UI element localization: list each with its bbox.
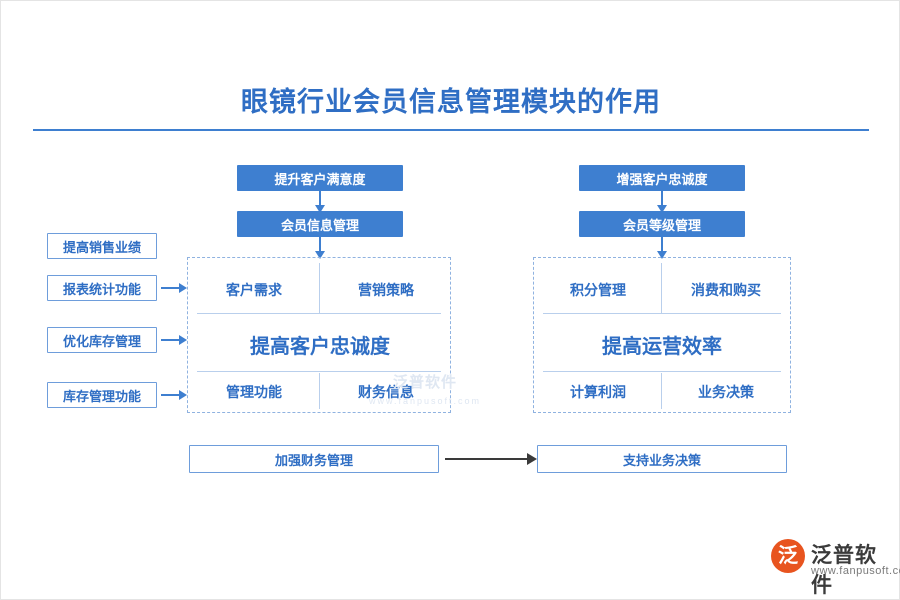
left-cell-bottom-right[interactable]: 财务信息 [358, 384, 414, 400]
side-item-2[interactable]: 优化库存管理 [47, 327, 157, 353]
left-panel-divider-top [319, 263, 320, 313]
left-panel-divider-lower [197, 371, 441, 372]
arrow-side-2-to-panel [161, 335, 187, 345]
left-second-node[interactable]: 会员信息管理 [237, 211, 403, 237]
right-cell-center[interactable]: 提高运营效率 [602, 335, 722, 358]
logo-url: www.fanpusoft.com [811, 565, 900, 577]
right-second-node[interactable]: 会员等级管理 [579, 211, 745, 237]
left-top-node[interactable]: 提升客户满意度 [237, 165, 403, 191]
brand-logo: 泛 泛普软件 www.fanpusoft.com [771, 537, 900, 597]
left-cell-top-left[interactable]: 客户需求 [226, 282, 282, 298]
logo-mark-icon: 泛 [771, 539, 805, 573]
page-title: 眼镜行业会员信息管理模块的作用 [1, 85, 900, 119]
side-item-1[interactable]: 报表统计功能 [47, 275, 157, 301]
left-cell-bottom-left[interactable]: 管理功能 [226, 384, 282, 400]
right-panel-divider-top [661, 263, 662, 313]
right-cell-bottom-right[interactable]: 业务决策 [698, 384, 754, 400]
left-bottom-node[interactable]: 加强财务管理 [189, 445, 439, 473]
title-divider [33, 129, 869, 131]
left-panel-divider-upper [197, 313, 441, 314]
arrow-side-1-to-panel [161, 283, 187, 293]
right-panel [533, 257, 791, 413]
right-panel-divider-lower [543, 371, 781, 372]
left-panel-divider-bottom [319, 373, 320, 409]
arrow-left-bottom-to-right-bottom [445, 453, 537, 465]
left-panel [187, 257, 451, 413]
right-bottom-node[interactable]: 支持业务决策 [537, 445, 787, 473]
page-title-text: 眼镜行业会员信息管理模块的作用 [241, 87, 661, 117]
right-panel-divider-upper [543, 313, 781, 314]
right-cell-top-left[interactable]: 积分管理 [570, 282, 626, 298]
left-cell-center[interactable]: 提高客户忠诚度 [250, 335, 390, 358]
right-panel-divider-bottom [661, 373, 662, 409]
right-cell-bottom-left[interactable]: 计算利润 [570, 384, 626, 400]
arrow-left-second-to-panel [315, 237, 325, 259]
right-top-node[interactable]: 增强客户忠诚度 [579, 165, 745, 191]
arrow-right-second-to-panel [657, 237, 667, 259]
side-item-3[interactable]: 库存管理功能 [47, 382, 157, 408]
arrow-left-top-to-second [315, 191, 325, 213]
left-cell-top-right[interactable]: 营销策略 [358, 282, 414, 298]
right-cell-top-right[interactable]: 消费和购买 [691, 282, 761, 298]
arrow-right-top-to-second [657, 191, 667, 213]
arrow-side-3-to-panel [161, 390, 187, 400]
side-item-0[interactable]: 提高销售业绩 [47, 233, 157, 259]
logo-name: 泛普软件 [811, 544, 877, 597]
